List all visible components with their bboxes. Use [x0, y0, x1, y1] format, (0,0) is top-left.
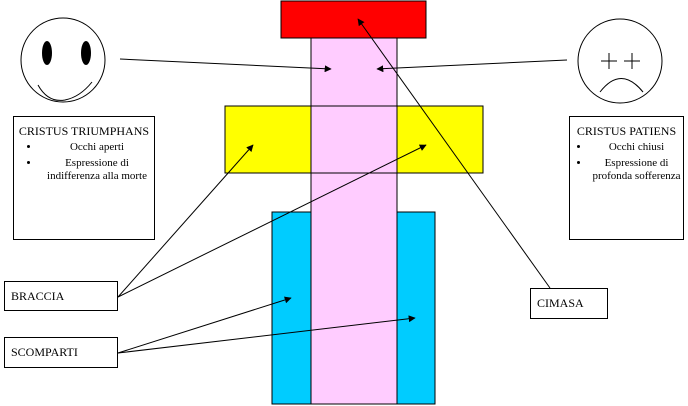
- patiens-title: CRISTUS PATIENS: [576, 124, 677, 138]
- patiens-item: Espressione di profonda sofferenza: [590, 157, 683, 183]
- tavola-centrale: [310, 37, 398, 405]
- arrow-triumphans: [119, 58, 332, 73]
- patiens-list: Occhi chiusi Espressione di profonda sof…: [570, 141, 683, 183]
- scomparto-left: [271, 211, 312, 405]
- arrow-braccia-left: [117, 144, 254, 298]
- arrow-patiens: [376, 59, 568, 73]
- scomparto-right: [396, 211, 436, 405]
- triumphans-item: Espressione di indifferenza alla morte: [40, 157, 154, 183]
- patiens-item: Occhi chiusi: [590, 141, 683, 154]
- arrow-scomparti-left: [117, 296, 292, 354]
- cimasa: [280, 0, 427, 39]
- triumphans-item: Occhi aperti: [40, 141, 154, 154]
- patiens-box: CRISTUS PATIENS Occhi chiusi Espressione…: [569, 116, 684, 240]
- arrow-braccia-right: [117, 144, 427, 298]
- smiley-face-icon: [20, 17, 106, 103]
- cimasa-label: CIMASA: [530, 288, 608, 319]
- braccia-label: BRACCIA: [4, 281, 118, 311]
- braccio-left: [224, 105, 312, 174]
- triumphans-box: CRISTUS TRIUMPHANS Occhi aperti Espressi…: [13, 116, 155, 240]
- triumphans-list: Occhi aperti Espressione di indifferenza…: [14, 141, 154, 183]
- sad-face-icon: [577, 18, 663, 104]
- braccio-right: [396, 105, 484, 174]
- scomparti-label: SCOMPARTI: [4, 337, 118, 368]
- arrow-scomparti-right: [117, 315, 416, 354]
- arrow-cimasa: [357, 18, 551, 289]
- triumphans-title: CRISTUS TRIUMPHANS: [18, 124, 150, 138]
